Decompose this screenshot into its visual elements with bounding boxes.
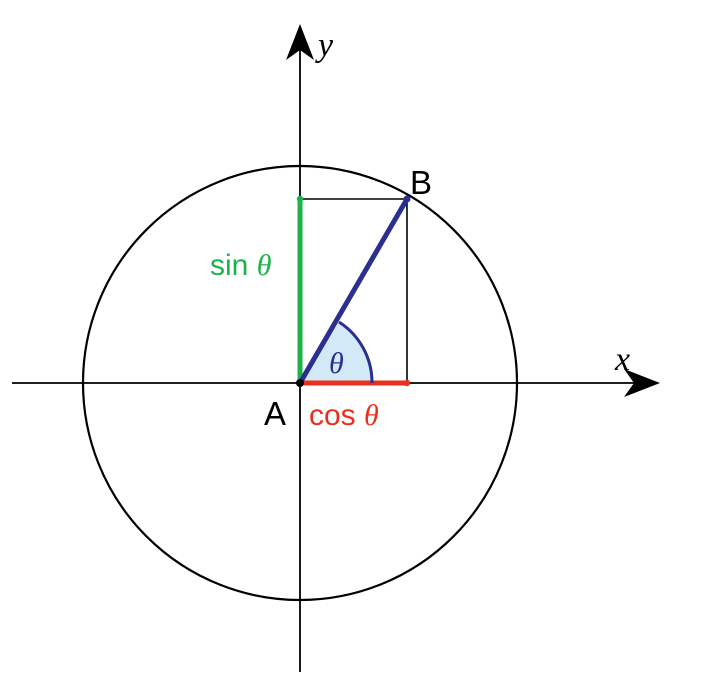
cos-theta-label: cos θ <box>309 399 379 432</box>
point-b-dot <box>403 195 411 203</box>
radius-segment <box>297 197 410 385</box>
x-axis-arrowhead <box>624 369 660 397</box>
angle-theta-label: θ <box>329 347 344 380</box>
y-axis-arrowhead <box>286 24 314 60</box>
x-axis-label: x <box>614 341 630 378</box>
sin-endpoint <box>296 195 304 203</box>
y-axis-label: y <box>315 27 334 64</box>
angle-sector <box>300 322 373 383</box>
sin-theta-label: sin θ <box>210 249 272 282</box>
point-a-dot <box>296 379 304 387</box>
cos-endpoint <box>403 379 411 387</box>
point-b-label: B <box>410 164 432 201</box>
angle-arc <box>338 320 374 384</box>
point-a-label: A <box>264 395 286 432</box>
